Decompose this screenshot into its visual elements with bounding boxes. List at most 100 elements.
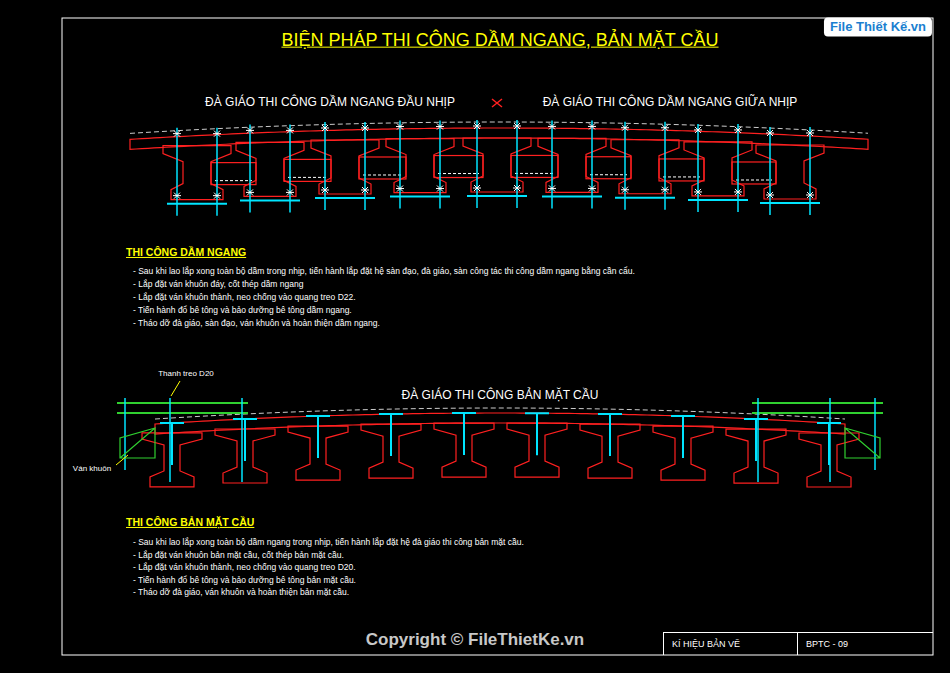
edge-formwork — [845, 428, 880, 458]
hanger-rod — [249, 124, 251, 212]
deck-slab — [130, 128, 868, 149]
hanger-rod — [176, 128, 178, 216]
hanger-rod — [551, 120, 553, 208]
scaffold-beam — [752, 412, 883, 414]
center-mark — [492, 99, 502, 107]
bolt-mark — [436, 186, 444, 192]
deck-surface-line — [155, 408, 845, 419]
title-block-cell: KÍ HIỆU BẢN VẼ — [663, 632, 797, 655]
precast-girder — [386, 139, 454, 193]
cross-beam — [511, 155, 558, 177]
bolt-mark — [513, 123, 521, 129]
t-hanger — [598, 414, 622, 456]
hanger-rod — [664, 122, 666, 210]
hanger-rod — [809, 127, 811, 215]
precast-girder — [538, 138, 606, 192]
hanger-rod — [169, 398, 171, 482]
crossbeam-section — [130, 120, 868, 216]
callout-label: Thanh treo D20 — [158, 369, 214, 378]
bolt-mark — [246, 127, 254, 133]
section-heading: ĐÀ GIÁO THI CÔNG DẦM NGANG ĐẦU NHỊP — [205, 96, 455, 110]
hanger-rod — [516, 120, 518, 208]
bolt-mark — [621, 187, 629, 193]
bottom-formwork — [736, 179, 772, 180]
precast-girder — [463, 138, 531, 192]
t-hanger — [233, 419, 257, 461]
callout-label: Ván khuôn — [73, 464, 111, 473]
bottom-formwork — [215, 180, 252, 181]
sheet-frame — [62, 18, 933, 655]
edge-scaffold — [752, 398, 883, 482]
bolt-mark — [321, 125, 329, 131]
precast-girder — [756, 145, 824, 199]
bolt-mark — [286, 127, 294, 133]
section-heading: ĐÀ GIÁO THI CÔNG BẢN MẶT CẦU — [402, 389, 599, 403]
precast-girder — [236, 142, 304, 196]
t-hanger — [525, 413, 549, 455]
bolt-mark — [806, 192, 814, 198]
bottom-formwork — [590, 174, 627, 175]
bolt-mark — [766, 130, 774, 136]
title-block-cell: BPTC - 09 — [797, 632, 933, 655]
platform-beam — [760, 202, 820, 204]
step-note: - Lắp đặt ván khuôn thành, neo chống vào… — [133, 563, 356, 573]
bottom-formwork — [363, 174, 402, 175]
edge-formwork — [120, 428, 155, 458]
step-note: - Sau khi lao lắp xong toàn bộ dầm trong… — [133, 267, 635, 277]
bolt-mark — [361, 125, 369, 131]
step-note: - Sau khi lao lắp xong toàn bộ dầm ngang… — [133, 538, 524, 548]
bolt-mark — [473, 185, 481, 191]
t-hanger — [452, 413, 476, 455]
hanger-rod — [829, 398, 831, 482]
edge-scaffold — [117, 398, 248, 482]
hanger-rod — [439, 121, 441, 209]
bolt-mark — [548, 123, 556, 129]
platform-beam — [615, 197, 675, 199]
hanger-rod — [216, 128, 218, 216]
t-hanger — [306, 416, 330, 458]
deck-slab-section — [117, 398, 883, 487]
t-hanger — [160, 423, 184, 465]
watermark: Copyright © FileThietKe.vn — [366, 630, 584, 650]
platform-beam — [315, 197, 375, 199]
cross-beam — [434, 156, 483, 178]
hanger-rod — [624, 122, 626, 210]
hanger-rod — [241, 398, 243, 482]
t-hanger — [671, 416, 695, 458]
hanger-rod — [399, 121, 401, 209]
step-note: - Lắp đặt ván khuôn bản mặt cầu, cốt thé… — [133, 551, 344, 561]
hanger-rod — [324, 122, 326, 210]
hanger-rod — [476, 120, 478, 208]
bolt-mark — [734, 127, 742, 133]
hanger-rod — [874, 398, 876, 470]
deck-slab — [155, 413, 845, 434]
bolt-mark — [548, 185, 556, 191]
bolt-mark — [321, 187, 329, 193]
leader-line — [171, 381, 180, 396]
precast-girder — [611, 140, 679, 194]
hanger-rod — [591, 120, 593, 208]
title-block-text: KÍ HIỆU BẢN VẼ — [672, 639, 740, 649]
bolt-mark — [246, 189, 254, 195]
sheet-title: BIỆN PHÁP THI CÔNG DẦM NGANG, BẢN MẶT CẦ… — [281, 30, 718, 51]
step-heading: THI CÔNG BẢN MẶT CẦU — [126, 516, 254, 528]
bolt-mark — [621, 125, 629, 131]
bolt-mark — [213, 131, 221, 137]
bolt-mark — [694, 127, 702, 133]
bolt-mark — [661, 187, 669, 193]
t-hanger — [379, 414, 403, 456]
site-logo: File Thiết Kế.vn — [824, 18, 932, 37]
precast-girder — [163, 146, 231, 200]
step-heading: THI CÔNG DẦM NGANG — [126, 246, 246, 258]
hanger-rod — [697, 124, 699, 212]
bolt-mark — [361, 187, 369, 193]
step-note: - Lắp đặt ván khuôn thành, neo chống vào… — [133, 293, 356, 303]
bolt-mark — [436, 124, 444, 130]
hanger-rod — [124, 398, 126, 470]
hanger-rod — [289, 124, 291, 212]
bolt-mark — [588, 185, 596, 191]
precast-girder — [684, 142, 752, 196]
bolt-mark — [396, 124, 404, 130]
bolt-mark — [213, 193, 221, 199]
platform-beam — [467, 195, 527, 197]
